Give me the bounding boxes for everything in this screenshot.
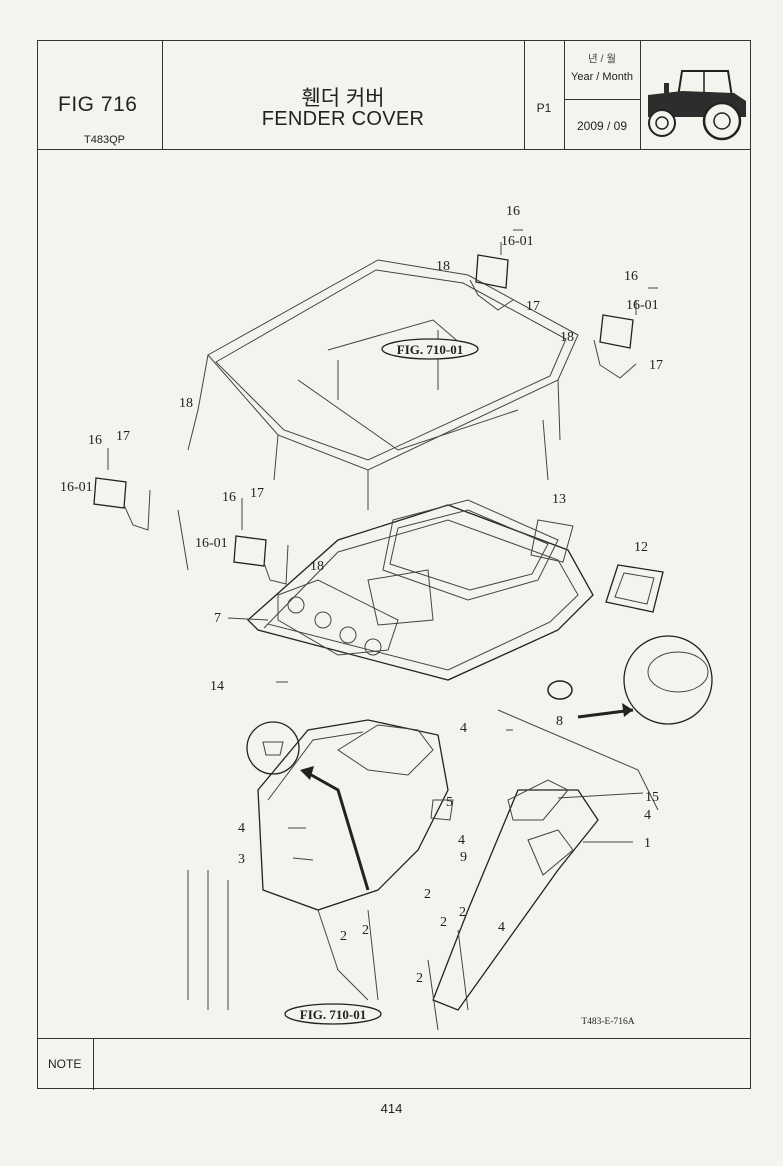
- callout: 16-01: [626, 298, 659, 313]
- callout: 2: [340, 929, 347, 944]
- title-block: FIG 716 T483QP 휀더 커버 FENDER COVER P1 년 /…: [38, 41, 750, 150]
- callout: 2: [362, 923, 369, 938]
- callout: 9: [460, 850, 467, 865]
- callout: 18: [436, 259, 450, 274]
- callout: 13: [552, 492, 566, 507]
- exploded-view-diagram: FIG. 710-01 FIG. 710-01 T483-E-716A 16 1…: [60, 204, 713, 1031]
- callout: 15: [645, 790, 659, 805]
- divider: [93, 1039, 94, 1090]
- callout: 16: [506, 204, 520, 219]
- work-lamp: [93, 477, 127, 509]
- callout: 3: [238, 852, 245, 867]
- page-title: FENDER COVER: [261, 108, 425, 130]
- callout: 14: [210, 679, 224, 694]
- callout: 17: [250, 486, 264, 501]
- page-number: 414: [380, 1101, 403, 1116]
- parts-sheet: FIG 716 T483QP 휀더 커버 FENDER COVER P1 년 /…: [37, 40, 751, 1090]
- callout: 1: [644, 836, 651, 851]
- callout: 17: [116, 429, 130, 444]
- callout: 16-01: [60, 480, 93, 495]
- callout: 5: [446, 795, 453, 810]
- year-month-label: Year / Month: [571, 71, 633, 83]
- note-row: NOTE: [38, 1038, 750, 1090]
- callout: 16-01: [195, 536, 228, 551]
- work-lamp: [599, 314, 634, 349]
- fig-reference-label: FIG. 710-01: [300, 1007, 366, 1022]
- callout: 16: [222, 490, 236, 505]
- drawing-code: T483-E-716A: [581, 1017, 634, 1027]
- work-lamp: [233, 535, 267, 567]
- callout: 2: [440, 915, 447, 930]
- callout: 8: [556, 714, 563, 729]
- callout: 16: [624, 269, 638, 284]
- cab-frame: [207, 259, 579, 471]
- detail-circle: [246, 721, 300, 775]
- tractor-icon: [648, 70, 746, 141]
- note-label: NOTE: [48, 1057, 82, 1071]
- callout: 2: [459, 905, 466, 920]
- model-code: T483QP: [84, 134, 125, 146]
- fender-3: [257, 719, 449, 911]
- callout: 2: [424, 887, 431, 902]
- callout: 4: [460, 721, 467, 736]
- page-code: P1: [536, 101, 552, 115]
- figure-number: FIG 716: [58, 93, 138, 116]
- callout: 12: [634, 540, 648, 555]
- lens-12: [605, 564, 664, 613]
- part-callouts: 16 16-01 18 17 16 16-01 18 17 18 16 17 1…: [60, 204, 663, 986]
- fender-cover-panel: [247, 504, 594, 681]
- fig-reference-top: FIG. 710-01: [381, 338, 479, 360]
- callout: 17: [526, 299, 540, 314]
- page-title-korean: 휀더 커버: [301, 87, 385, 110]
- callout: 16: [88, 433, 102, 448]
- divider: [564, 41, 565, 149]
- divider: [640, 41, 641, 149]
- grommet-8: [547, 680, 573, 700]
- year-month-label-korean: 년 / 월: [587, 53, 617, 65]
- callout: 17: [649, 358, 663, 373]
- detail-circle: [623, 635, 713, 725]
- callout: 2: [416, 971, 423, 986]
- divider: [564, 99, 640, 100]
- fig-reference-bottom: FIG. 710-01: [284, 1003, 382, 1025]
- fender-1: [432, 789, 599, 1011]
- fig-reference-label: FIG. 710-01: [397, 342, 463, 357]
- revision-date: 2009 / 09: [576, 119, 628, 133]
- callout: 18: [179, 396, 193, 411]
- divider: [162, 41, 163, 149]
- lens-13: [530, 519, 574, 563]
- callout: 4: [498, 920, 505, 935]
- callout: 4: [458, 833, 465, 848]
- divider: [524, 41, 525, 149]
- switch-panel: [507, 779, 569, 821]
- work-lamp: [475, 254, 509, 289]
- callout: 16-01: [501, 234, 534, 249]
- callout: 4: [644, 808, 651, 823]
- callout: 7: [214, 611, 221, 626]
- callout: 18: [560, 330, 574, 345]
- callout: 18: [310, 559, 324, 574]
- callout: 4: [238, 821, 245, 836]
- bracket-5: [430, 799, 454, 821]
